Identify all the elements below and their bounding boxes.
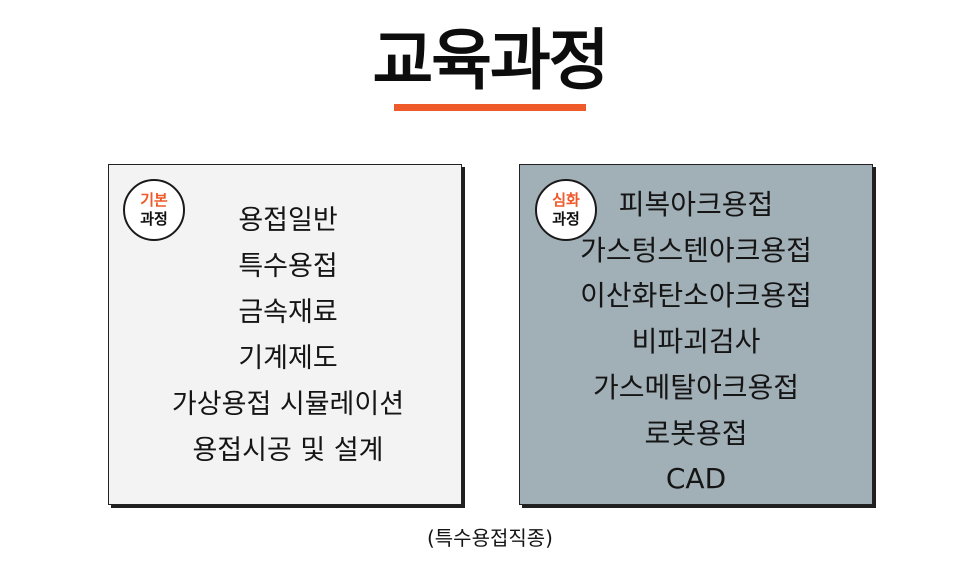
basic-course-list: 용접일반 특수용접 금속재료 기계제도 가상용접 시뮬레이션 용접시공 및 설계 [109, 198, 461, 474]
advanced-course-item: 이산화탄소아크용접 [580, 279, 812, 313]
basic-badge-bottom-label: 과정 [140, 210, 168, 228]
basic-course-item: 가상용접 시뮬레이션 [171, 389, 405, 420]
basic-course-badge: 기본 과정 [123, 179, 185, 241]
advanced-course-item: 비파괴검사 [631, 325, 761, 359]
basic-course-item: 기계제도 [238, 343, 338, 374]
basic-badge-top-label: 기본 [140, 191, 168, 209]
advanced-course-item: 가스텅스텐아크용접 [580, 233, 812, 267]
basic-course-item: 용접시공 및 설계 [192, 435, 384, 466]
page-title: 교육과정 [372, 22, 610, 99]
basic-course-panel: 기본 과정 용접일반 특수용접 금속재료 기계제도 가상용접 시뮬레이션 용접시… [108, 164, 462, 505]
footnote: (특수용접직종) [426, 526, 553, 550]
advanced-course-item: CAD [665, 462, 727, 496]
advanced-course-item: 로봇용접 [644, 416, 748, 450]
title-underline [394, 104, 586, 111]
basic-course-item: 용접일반 [238, 205, 338, 236]
advanced-badge-top-label: 심화 [552, 191, 580, 209]
advanced-course-list: 피복아크용접 가스텅스텐아크용접 이산화탄소아크용접 비파괴검사 가스메탈아크용… [520, 182, 872, 502]
basic-course-item: 금속재료 [238, 297, 338, 328]
advanced-course-panel: 심화 과정 피복아크용접 가스텅스텐아크용접 이산화탄소아크용접 비파괴검사 가… [519, 164, 873, 505]
advanced-course-item: 피복아크용접 [618, 188, 774, 221]
advanced-course-item: 가스메탈아크용접 [592, 370, 800, 404]
advanced-badge-bottom-label: 과정 [552, 210, 580, 228]
basic-course-item: 특수용접 [238, 251, 338, 282]
advanced-course-badge: 심화 과정 [535, 179, 597, 241]
